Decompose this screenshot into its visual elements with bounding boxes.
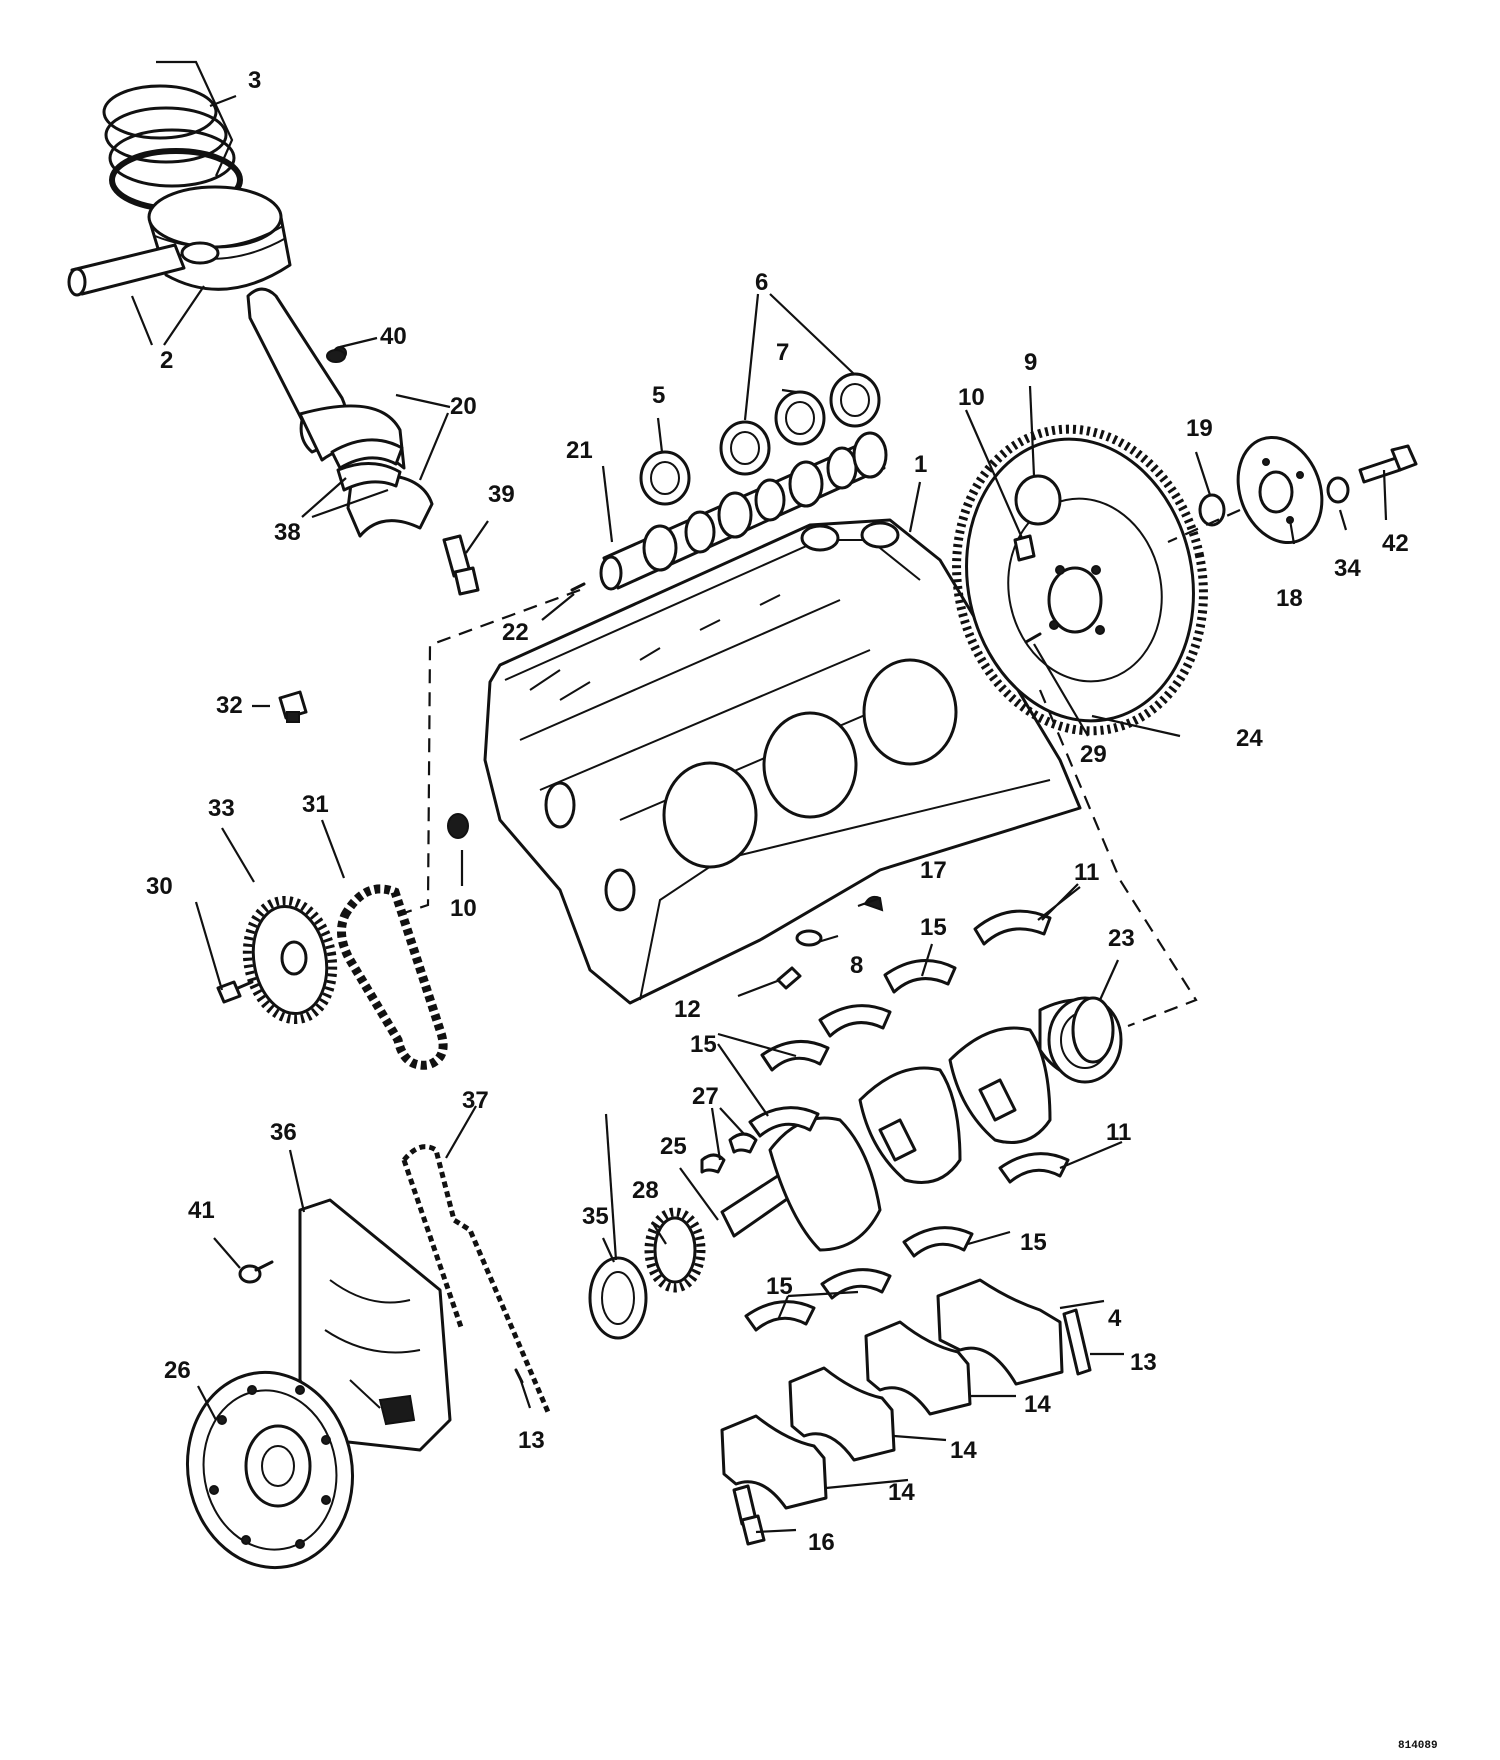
main-cap-bolt [732,1484,766,1546]
label-22: 22 [502,619,529,646]
label-29: 29 [1080,741,1107,768]
figure-code: 814089 [1398,1740,1438,1752]
label-6: 6 [755,269,768,296]
label-1: 1 [914,451,927,478]
piston-pin [67,243,186,297]
label-32: 32 [216,692,243,719]
label-41: 41 [188,1197,215,1224]
label-26: 26 [164,1357,191,1384]
label-13-right: 13 [1130,1349,1157,1376]
engine-block [483,518,1082,1005]
label-38: 38 [274,519,301,546]
flywheel-pin [1013,534,1036,562]
label-24: 24 [1236,725,1263,752]
dowel-29 [1024,632,1042,644]
crankshaft-sprocket [644,1207,706,1293]
camshaft-sprocket [242,895,338,1025]
label-15-bottom: 15 [766,1273,793,1300]
oil-plug [278,690,308,723]
label-15-top: 15 [920,914,947,941]
label-19: 19 [1186,415,1213,442]
label-33: 33 [208,795,235,822]
dowel-13-right [1062,1308,1092,1376]
coupler [1236,435,1324,545]
label-37: 37 [462,1087,489,1114]
label-39: 39 [488,481,515,508]
callout-labels: 3 2 40 20 38 39 32 5 6 7 21 1 22 9 10 19… [146,67,1409,1556]
block-plug [447,813,469,839]
sprocket-bolt [216,980,254,1004]
label-31: 31 [302,791,329,818]
label-35: 36 [270,1119,297,1146]
label-2: 2 [160,347,173,374]
label-14-a: 14 [1024,1391,1051,1418]
label-23: 23 [1108,925,1135,952]
label-40: 40 [380,323,407,350]
label-9: 9 [1024,349,1037,376]
label-11-bottom: 11 [1106,1119,1131,1146]
label-3: 3 [248,67,261,94]
label-10-block: 10 [450,895,477,922]
timing-chain [336,884,448,1070]
o-ring [1198,493,1226,527]
assembly-dashed-lines [397,508,1241,1028]
label-42: 42 [1382,530,1409,557]
label-21: 21 [566,437,593,464]
label-14-b: 14 [950,1437,977,1464]
leader-lines [130,60,1388,1534]
label-36: 35 [582,1203,609,1230]
label-18: 18 [1276,585,1303,612]
plug-8 [795,929,823,947]
woodruff-keys [700,1132,758,1174]
washer [1326,476,1350,504]
label-7: 7 [776,339,789,366]
label-15-right: 15 [1020,1229,1047,1256]
label-20: 20 [450,393,477,420]
camshaft [599,431,888,591]
label-13-bottom: 13 [518,1427,545,1454]
flywheel [952,424,1208,736]
main-bearing-caps [720,1278,1064,1510]
label-5: 5 [652,382,665,409]
label-28: 28 [632,1177,659,1204]
label-10-flywheel: 10 [958,384,985,411]
label-4: 4 [1108,1305,1122,1332]
cover-bolt [238,1260,274,1284]
bolt-42 [1358,444,1418,484]
harmonic-balancer [185,1370,355,1570]
dowel-pin-12 [776,966,802,990]
rod-nut [326,349,346,363]
oil-seal [588,1256,648,1340]
label-8: 8 [850,952,863,979]
label-11-top: 11 [1074,859,1099,886]
camshaft-bearings [639,372,881,506]
rear-main-seal [1071,996,1115,1064]
label-15-mid: 15 [690,1031,717,1058]
label-14-c: 14 [888,1479,915,1506]
label-34: 34 [1334,555,1361,582]
label-12: 12 [674,996,701,1023]
piston [147,185,292,291]
label-25: 25 [660,1133,687,1160]
label-27: 27 [692,1083,719,1110]
dowel-pin [570,582,586,592]
label-16: 16 [808,1529,835,1556]
label-30: 30 [146,873,173,900]
rod-bearings [330,438,404,492]
rod-bolt [442,534,480,596]
label-17: 17 [920,857,947,884]
